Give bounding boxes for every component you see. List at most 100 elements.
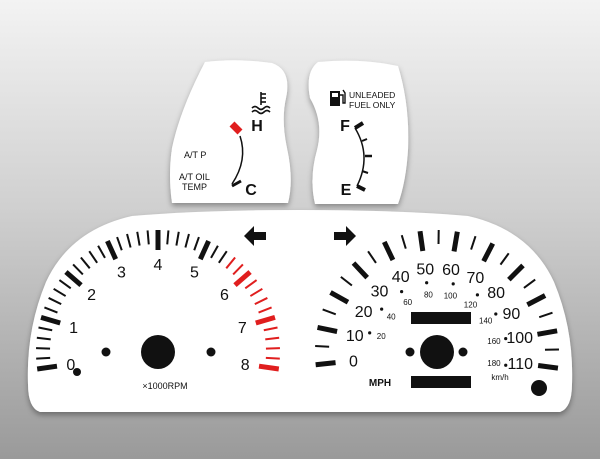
- speedo-right-dot: [458, 347, 468, 357]
- mph-number: 50: [416, 262, 434, 279]
- tach-minor-tick: [53, 287, 67, 297]
- tach-minor-tick: [80, 256, 91, 269]
- tach-number: 6: [220, 287, 229, 304]
- right-turn-arrow-icon: [334, 226, 356, 246]
- tach-number: 8: [241, 357, 250, 374]
- tach-minor-tick: [166, 230, 170, 245]
- tach-minor-tick: [136, 231, 141, 246]
- speedo-major-tick: [315, 360, 336, 368]
- kmh-number: 140: [479, 316, 493, 325]
- kmh-number: 60: [403, 298, 412, 307]
- tach-major-tick: [36, 363, 58, 372]
- tach-minor-tick: [44, 306, 58, 314]
- speedo-major-tick: [417, 230, 426, 252]
- mph-number: 110: [508, 356, 534, 373]
- mph-number: 20: [355, 304, 373, 321]
- kmh-number: 20: [377, 332, 386, 341]
- tach-minor-tick: [126, 233, 132, 248]
- tach-zero-dot: [73, 368, 81, 376]
- mph-number: 0: [349, 354, 358, 371]
- tach-number: 7: [238, 320, 247, 337]
- mph-number: 80: [487, 285, 505, 302]
- tach-minor-tick: [225, 256, 236, 269]
- tach-left-dot: [101, 347, 111, 357]
- kmh-tick: [451, 282, 455, 286]
- fuel-scale-tick: [361, 170, 369, 174]
- mph-number: 60: [442, 262, 460, 279]
- kmh-tick: [425, 281, 429, 285]
- fuel-gauge: [353, 121, 372, 192]
- speedo-minor-tick: [400, 234, 407, 249]
- tach-minor-tick: [88, 250, 98, 264]
- fuel-scale-tick: [361, 138, 368, 142]
- tach-minor-tick: [218, 250, 228, 264]
- tach-minor-tick: [175, 231, 180, 246]
- temp-hot-marker: [229, 121, 243, 135]
- tach-number: 1: [69, 320, 78, 337]
- speedo-major-tick: [382, 240, 396, 262]
- kmh-tick: [400, 290, 404, 294]
- kmh-tick: [368, 331, 372, 335]
- temp-scale-arc: [231, 135, 244, 185]
- speedo-major-tick: [507, 263, 525, 282]
- tach-minor-tick: [265, 356, 280, 360]
- speedo-minor-tick: [499, 252, 510, 266]
- temp-hot-label: H: [251, 118, 263, 135]
- tach-minor-tick: [193, 236, 200, 251]
- mph-number: 90: [503, 306, 521, 323]
- tach-number: 2: [87, 287, 96, 304]
- tach-minor-tick: [265, 336, 280, 341]
- tach-major-tick: [198, 239, 211, 261]
- kmh-tick: [475, 293, 480, 297]
- tach-major-tick: [233, 270, 252, 287]
- speedo-major-tick: [451, 231, 460, 252]
- tach-minor-tick: [146, 230, 150, 245]
- left-turn-arrow-icon: [244, 226, 266, 246]
- tach-major-tick: [64, 270, 83, 287]
- kmh-tick: [504, 363, 508, 367]
- at-p-label: A/T P: [184, 150, 206, 160]
- mph-number: 10: [346, 328, 364, 345]
- kmh-number: 120: [464, 301, 478, 310]
- kmh-tick: [380, 307, 384, 311]
- kmh-unit-label: km/h: [491, 373, 508, 382]
- kmh-number: 80: [424, 291, 433, 300]
- fuel-pump-icon: [330, 89, 346, 106]
- tach-minor-tick: [184, 233, 190, 248]
- mph-unit-label: MPH: [369, 378, 391, 389]
- speedo-minor-tick: [315, 345, 330, 348]
- tach-number: 3: [117, 265, 126, 282]
- temp-cold-label: C: [245, 182, 257, 199]
- tach-minor-tick: [58, 279, 72, 290]
- tach-minor-tick: [36, 336, 51, 341]
- kmh-tick: [494, 312, 498, 316]
- tach-number: 5: [190, 265, 199, 282]
- at-oil-label: A/T OIL: [179, 172, 210, 182]
- tach-major-tick: [255, 314, 276, 326]
- speedo-major-tick: [329, 290, 350, 305]
- at-oil-temp-label: TEMP: [182, 182, 207, 192]
- tach-minor-tick: [263, 326, 278, 332]
- odometer-reset-hole: [531, 380, 547, 396]
- tach-right-dot: [206, 347, 216, 357]
- speedo-major-tick: [537, 363, 559, 371]
- fuel-scale-arc: [354, 127, 365, 187]
- tach-major-tick: [258, 363, 280, 372]
- tach-minor-tick: [254, 297, 268, 306]
- kmh-number: 160: [487, 337, 501, 346]
- tach-minor-tick: [210, 245, 219, 259]
- tach-minor-tick: [232, 263, 244, 276]
- tach-minor-tick: [38, 326, 53, 332]
- fuel-full-label: F: [340, 118, 350, 135]
- speedo-major-tick: [481, 242, 495, 263]
- mph-number: 100: [506, 330, 533, 347]
- speedo-minor-tick: [523, 278, 536, 289]
- mph-number: 70: [466, 270, 484, 287]
- speedo-major-tick: [351, 261, 369, 280]
- speedo-major-tick: [316, 325, 338, 334]
- speedo-major-tick: [537, 328, 558, 337]
- mph-number: 30: [371, 284, 389, 301]
- speedo-major-tick: [526, 293, 547, 307]
